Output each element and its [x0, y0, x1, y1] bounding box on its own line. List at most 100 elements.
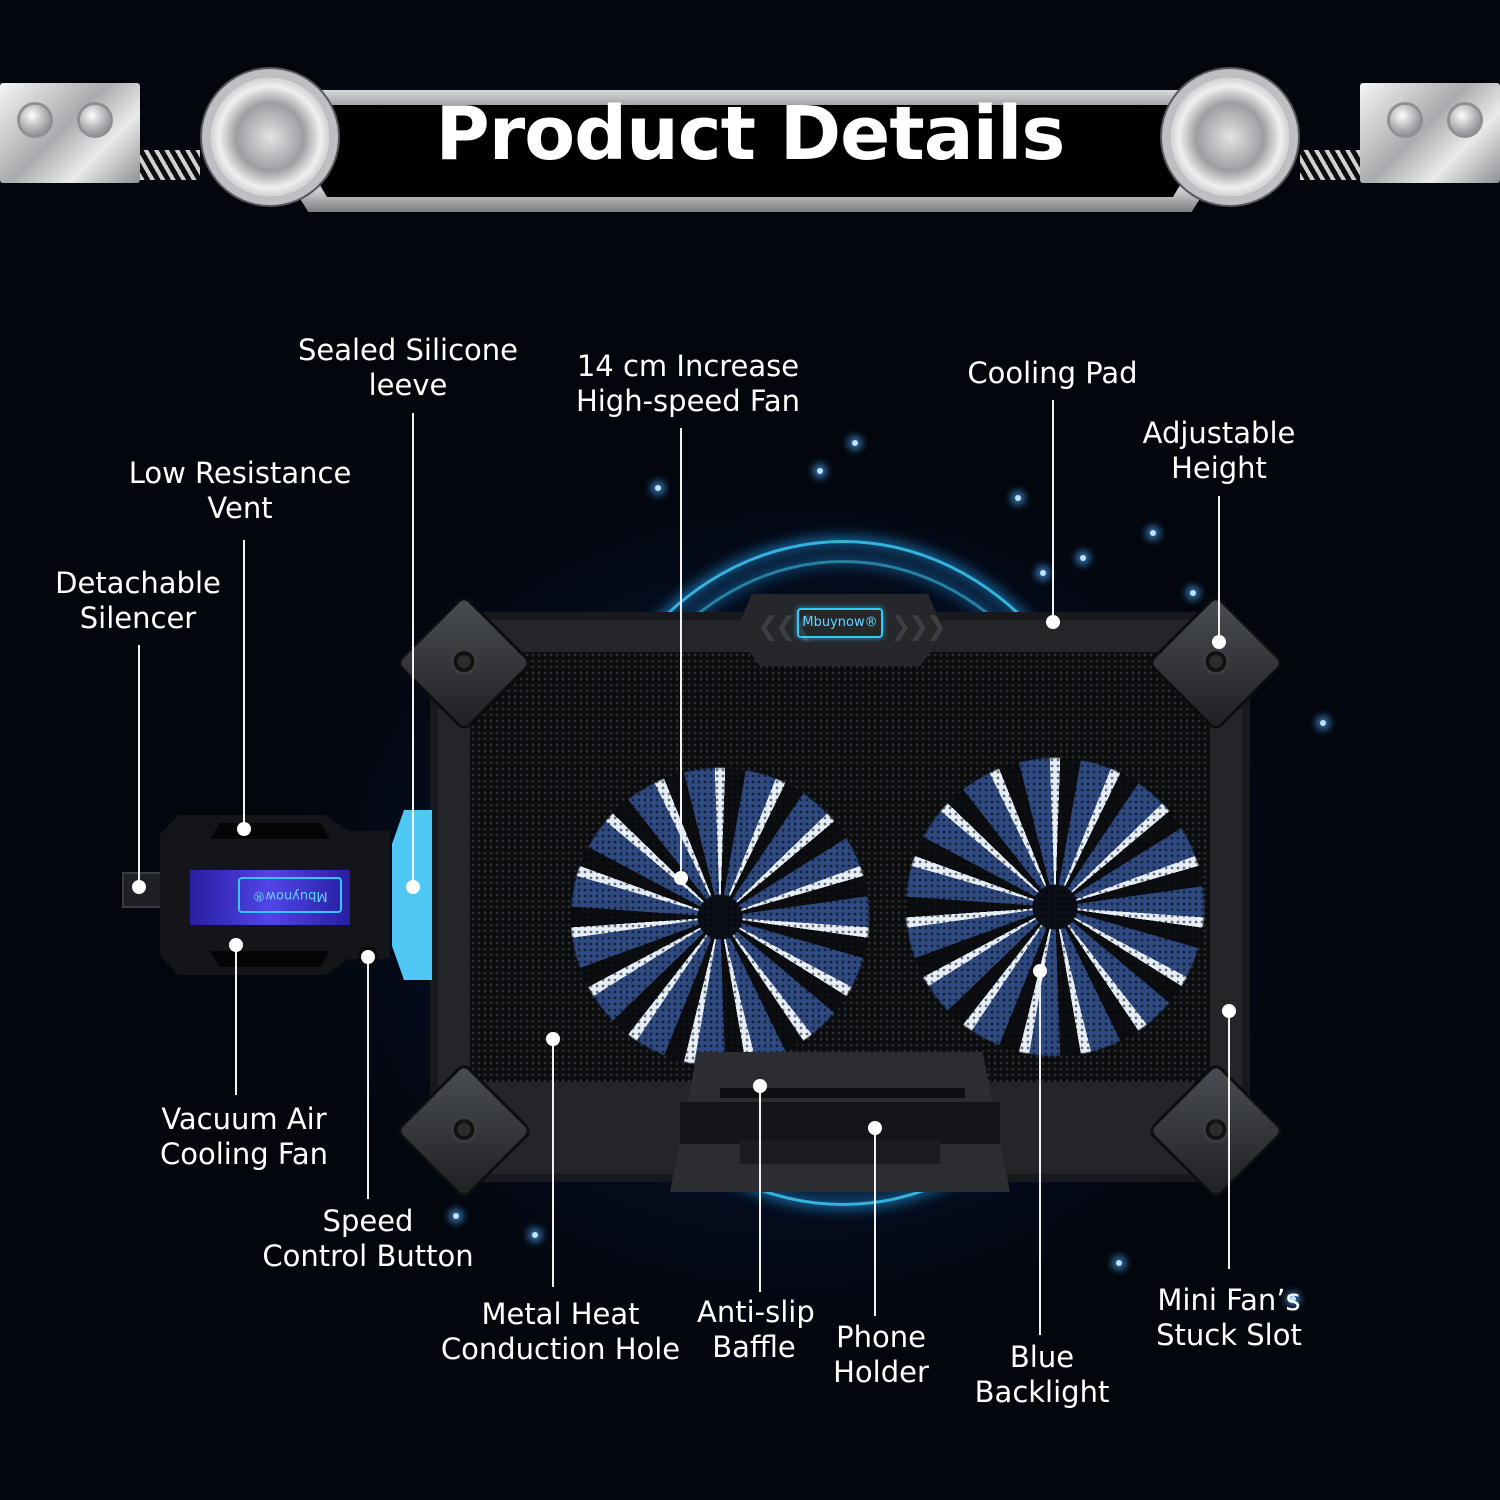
callout-dot	[1046, 615, 1060, 629]
callout-cooling-pad: Cooling Pad	[960, 356, 1145, 391]
bolt-icon	[20, 105, 50, 135]
star-decoration	[1080, 555, 1086, 561]
header-banner: Product Details	[0, 55, 1500, 215]
leader-line	[1228, 1011, 1230, 1269]
callout-line2: High-speed Fan	[575, 384, 801, 418]
metal-mesh	[470, 652, 1210, 1082]
callout-high-speed-fan: 14 cm Increase High-speed Fan	[572, 349, 804, 419]
callout-metal-heat-conduction-hole: Metal Heat Conduction Hole	[433, 1297, 688, 1367]
leader-line	[1039, 971, 1041, 1335]
metal-knob-right-icon	[1170, 77, 1290, 197]
star-decoration	[655, 485, 661, 491]
callout-line2: Vent	[207, 491, 273, 525]
callout-blue-backlight: Blue Backlight	[974, 1340, 1110, 1410]
star-decoration	[1116, 1260, 1122, 1266]
callout-mini-fan-stuck-slot: Mini Fan’s Stuck Slot	[1155, 1283, 1303, 1353]
vent-slats-right	[1300, 150, 1360, 180]
callout-phone-holder: Phone Holder	[831, 1320, 931, 1390]
callout-line1: Phone	[836, 1320, 926, 1354]
callout-line2: Cooling Fan	[159, 1137, 329, 1171]
blue-light-band	[190, 870, 350, 925]
callout-speed-control-button: Speed Control Button	[262, 1204, 474, 1274]
callout-dot	[546, 1032, 560, 1046]
leader-line	[552, 1039, 554, 1287]
callout-low-resistance-vent: Low Resistance Vent	[128, 456, 352, 526]
leader-line	[1218, 496, 1220, 642]
callout-line1: Anti-slip	[697, 1295, 815, 1329]
star-decoration	[852, 440, 858, 446]
callout-line2: Height	[1171, 451, 1267, 485]
brand-logo: Mbuynow®	[797, 608, 883, 638]
title-panel	[300, 105, 1200, 197]
leader-line	[235, 945, 237, 1095]
callout-dot	[132, 880, 146, 894]
callout-line1: Adjustable	[1142, 416, 1296, 450]
callout-line2: Stuck Slot	[1156, 1318, 1302, 1352]
vacuum-fan-unit: Mbuynow®	[160, 815, 390, 975]
callout-line2: Silencer	[79, 601, 197, 635]
fan-right-icon	[905, 757, 1205, 1057]
callout-dot	[237, 822, 251, 836]
callout-line1: Cooling Pad	[967, 356, 1138, 390]
chevron-right-icon: ❯❯❯	[890, 612, 945, 642]
callout-line2: Backlight	[974, 1375, 1110, 1409]
callout-line1: Sealed Silicone	[297, 333, 519, 367]
star-decoration	[1015, 495, 1021, 501]
vent-slats-left	[140, 150, 200, 180]
callout-dot	[868, 1121, 882, 1135]
leader-line	[412, 413, 414, 887]
callout-dot	[1033, 964, 1047, 978]
callout-detachable-silencer: Detachable Silencer	[48, 566, 228, 636]
callout-dot	[406, 880, 420, 894]
star-decoration	[1320, 720, 1326, 726]
leader-line	[138, 645, 140, 885]
callout-line1: Blue	[1009, 1340, 1075, 1374]
leader-line	[1052, 400, 1054, 622]
vacuum-logo: Mbuynow®	[238, 877, 342, 913]
callout-line2: Conduction Hole	[440, 1332, 681, 1366]
anti-slip-baffle-slot	[720, 1088, 965, 1098]
callout-dot	[229, 938, 243, 952]
leader-line	[759, 1086, 761, 1292]
star-decoration	[532, 1232, 538, 1238]
callout-line2: leeve	[368, 368, 448, 402]
callout-line1: Vacuum Air	[161, 1102, 327, 1136]
leader-line	[874, 1128, 876, 1316]
vent-bottom	[210, 951, 330, 967]
metal-plate-right	[1360, 83, 1500, 183]
star-decoration	[1290, 1296, 1296, 1302]
star-decoration	[1150, 530, 1156, 536]
callout-line2: Holder	[833, 1355, 929, 1389]
callout-dot	[1222, 1004, 1236, 1018]
callout-anti-slip-baffle: Anti-slip Baffle	[697, 1295, 815, 1365]
callout-vacuum-air-cooling-fan: Vacuum Air Cooling Fan	[152, 1102, 336, 1172]
callout-adjustable-height: Adjustable Height	[1140, 416, 1298, 486]
callout-dot	[361, 950, 375, 964]
callout-line2: Control Button	[262, 1239, 474, 1273]
star-decoration	[1040, 570, 1046, 576]
phone-holder-shelf	[680, 1102, 1000, 1144]
cooling-pad: ❮❮❮ Mbuynow® ❯❯❯	[398, 594, 1282, 1197]
callout-dot	[674, 871, 688, 885]
callout-line2: Baffle	[712, 1330, 796, 1364]
callout-sealed-silicone-sleeve: Sealed Silicone leeve	[297, 333, 519, 403]
leader-line	[243, 540, 245, 828]
callout-line1: Speed	[322, 1204, 414, 1238]
metal-knob-left-icon	[210, 77, 330, 197]
leader-line	[367, 957, 369, 1199]
callout-line1: Low Resistance	[128, 456, 352, 490]
bolt-icon	[1450, 105, 1480, 135]
callout-line1: Detachable	[55, 566, 221, 600]
star-decoration	[817, 468, 823, 474]
fan-left-icon	[570, 767, 870, 1067]
callout-dot	[1212, 635, 1226, 649]
metal-plate-left	[0, 83, 140, 183]
callout-line1: 14 cm Increase	[576, 349, 800, 383]
callout-dot	[753, 1079, 767, 1093]
star-decoration	[1190, 590, 1196, 596]
bolt-icon	[1390, 105, 1420, 135]
callout-line1: Mini Fan’s	[1157, 1283, 1301, 1317]
leader-line	[680, 428, 682, 878]
vent-top	[210, 823, 330, 839]
bolt-icon	[80, 105, 110, 135]
